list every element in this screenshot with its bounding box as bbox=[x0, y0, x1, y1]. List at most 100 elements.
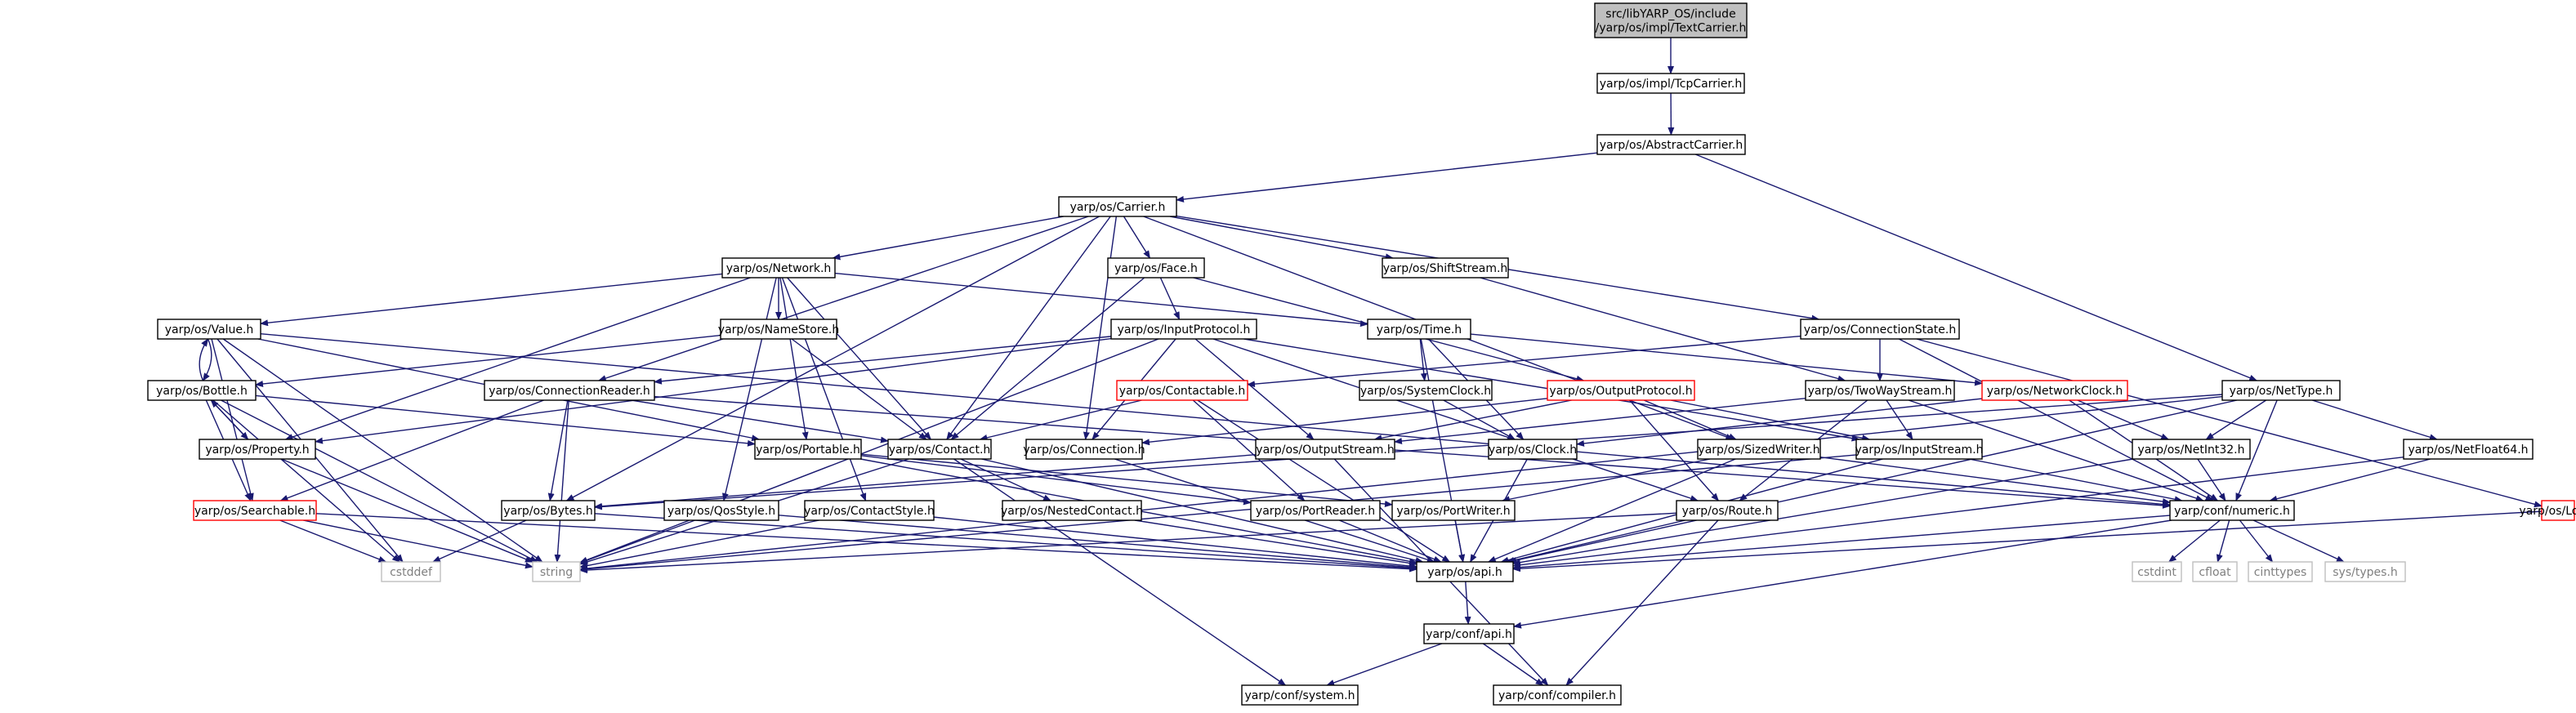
node-label-time: yarp/os/Time.h bbox=[1377, 323, 1462, 336]
node-connection[interactable]: yarp/os/Connection.h bbox=[1023, 439, 1145, 460]
node-box-abstract bbox=[1596, 134, 1746, 155]
node-root[interactable]: src/libYARP_OS/include/yarp/os/impl/Text… bbox=[1594, 2, 1748, 38]
node-confsystem[interactable]: yarp/conf/system.h bbox=[1241, 684, 1359, 706]
node-string[interactable]: string bbox=[532, 561, 581, 582]
edge-bottle-to-value bbox=[199, 338, 209, 381]
edge-netfloat64-to-osapi bbox=[1512, 456, 2404, 568]
node-box-outputstream bbox=[1255, 439, 1395, 460]
node-label-networkclock: yarp/os/NetworkClock.h bbox=[1987, 385, 2123, 398]
edge-searchable-to-cstddef bbox=[279, 519, 387, 563]
edge-portable-to-portwriter bbox=[860, 453, 1393, 508]
edge-contactstyle-to-string bbox=[579, 519, 819, 569]
node-contactable[interactable]: yarp/os/Contactable.h bbox=[1116, 380, 1248, 401]
node-sizedwriter[interactable]: yarp/os/SizedWriter.h bbox=[1697, 439, 1821, 460]
node-nettype[interactable]: yarp/os/NetType.h bbox=[2221, 380, 2341, 401]
node-inputprotocol[interactable]: yarp/os/InputProtocol.h bbox=[1110, 319, 1257, 340]
node-box-nettype bbox=[2221, 380, 2341, 401]
node-contact[interactable]: yarp/os/Contact.h bbox=[887, 439, 992, 460]
edge-outputstream-to-bytes bbox=[594, 454, 1257, 510]
edge-carrier-to-connreader bbox=[597, 216, 1089, 381]
node-cstddef[interactable]: cstddef bbox=[381, 561, 441, 582]
node-abstract[interactable]: yarp/os/AbstractCarrier.h bbox=[1596, 134, 1746, 155]
edge-route-to-confcompiler bbox=[1565, 519, 1719, 686]
node-portable[interactable]: yarp/os/Portable.h bbox=[754, 439, 862, 460]
node-box-inputstream bbox=[1855, 439, 1983, 460]
node-nestedcontact[interactable]: yarp/os/NestedContact.h bbox=[1001, 500, 1143, 521]
node-clock[interactable]: yarp/os/Clock.h bbox=[1488, 439, 1578, 460]
node-contactstyle[interactable]: yarp/os/ContactStyle.h bbox=[804, 500, 935, 521]
node-bytes[interactable]: yarp/os/Bytes.h bbox=[501, 500, 596, 521]
node-connreader[interactable]: yarp/os/ConnectionReader.h bbox=[484, 380, 655, 401]
node-cinttypes[interactable]: cinttypes bbox=[2248, 561, 2313, 582]
edge-portwriter-to-osapi bbox=[1454, 519, 1466, 563]
edge-networkclock-to-netint32 bbox=[2077, 399, 2170, 440]
node-label-cfloat: cfloat bbox=[2199, 566, 2231, 579]
node-qosstyle[interactable]: yarp/os/QosStyle.h bbox=[663, 500, 779, 521]
edge-twowaystream-to-inputstream bbox=[1886, 399, 1913, 440]
node-numeric[interactable]: yarp/conf/numeric.h bbox=[2169, 500, 2295, 521]
node-network[interactable]: yarp/os/Network.h bbox=[721, 257, 836, 279]
edge-route-to-string bbox=[579, 512, 1677, 574]
node-box-networkclock bbox=[1981, 380, 2128, 401]
node-label-root: /yarp/os/impl/TextCarrier.h bbox=[1596, 22, 1747, 35]
node-value[interactable]: yarp/os/Value.h bbox=[157, 319, 261, 340]
edge-route-to-osapi bbox=[1506, 519, 1685, 564]
node-netint32[interactable]: yarp/os/NetInt32.h bbox=[2132, 439, 2251, 460]
node-portreader[interactable]: yarp/os/PortReader.h bbox=[1250, 500, 1381, 521]
node-route[interactable]: yarp/os/Route.h bbox=[1676, 500, 1779, 521]
node-time[interactable]: yarp/os/Time.h bbox=[1367, 319, 1471, 340]
node-box-face bbox=[1107, 257, 1205, 279]
node-box-systypes bbox=[2324, 561, 2406, 582]
edge-contactable-to-portreader bbox=[1192, 399, 1306, 501]
node-searchable[interactable]: yarp/os/Searchable.h bbox=[193, 500, 317, 521]
node-twowaystream[interactable]: yarp/os/TwoWayStream.h bbox=[1805, 380, 1955, 401]
edge-value-to-searchable bbox=[211, 338, 254, 501]
node-outputprotocol[interactable]: yarp/os/OutputProtocol.h bbox=[1547, 380, 1695, 401]
node-label-systypes: sys/types.h bbox=[2333, 566, 2397, 579]
node-label-numeric: yarp/conf/numeric.h bbox=[2174, 505, 2290, 518]
node-outputstream[interactable]: yarp/os/OutputStream.h bbox=[1255, 439, 1395, 460]
node-box-time bbox=[1367, 319, 1471, 340]
node-tcp[interactable]: yarp/os/impl/TcpCarrier.h bbox=[1596, 73, 1745, 94]
edge-netint32-to-numeric bbox=[2197, 458, 2226, 501]
node-box-route bbox=[1676, 500, 1779, 521]
edge-numeric-to-cinttypes bbox=[2239, 519, 2274, 563]
node-box-portable bbox=[754, 439, 862, 460]
node-label-abstract: yarp/os/AbstractCarrier.h bbox=[1600, 139, 1743, 152]
node-cstdint[interactable]: cstdint bbox=[2132, 561, 2182, 582]
edge-searchable-to-string bbox=[302, 519, 534, 569]
node-label-outputstream: yarp/os/OutputStream.h bbox=[1256, 443, 1394, 457]
node-carrier[interactable]: yarp/os/Carrier.h bbox=[1058, 196, 1177, 217]
edge-carrier-to-network bbox=[832, 216, 1064, 261]
node-box-namestore bbox=[720, 319, 837, 340]
node-cfloat[interactable]: cfloat bbox=[2192, 561, 2238, 582]
edge-network-to-qosstyle bbox=[721, 277, 777, 501]
node-log[interactable]: yarp/os/Log.h bbox=[2519, 500, 2576, 521]
node-systemclock[interactable]: yarp/os/SystemClock.h bbox=[1359, 380, 1493, 401]
node-connstate[interactable]: yarp/os/ConnectionState.h bbox=[1800, 319, 1960, 340]
edge-searchable-to-osapi bbox=[315, 513, 1417, 573]
node-namestore[interactable]: yarp/os/NameStore.h bbox=[718, 319, 839, 340]
node-confcompiler[interactable]: yarp/conf/compiler.h bbox=[1493, 684, 1622, 706]
nodes-layer: src/libYARP_OS/include/yarp/os/impl/Text… bbox=[147, 2, 2576, 706]
node-confapi[interactable]: yarp/conf/api.h bbox=[1423, 623, 1515, 644]
node-bottle[interactable]: yarp/os/Bottle.h bbox=[147, 380, 257, 401]
edge-connstate-to-numeric bbox=[1898, 338, 2214, 501]
edge-network-to-contact bbox=[787, 277, 932, 440]
node-label-confcompiler: yarp/conf/compiler.h bbox=[1498, 689, 1616, 702]
node-osapi[interactable]: yarp/os/api.h bbox=[1416, 561, 1514, 582]
node-face[interactable]: yarp/os/Face.h bbox=[1107, 257, 1205, 279]
node-shiftstream[interactable]: yarp/os/ShiftStream.h bbox=[1382, 257, 1509, 279]
node-box-portwriter bbox=[1391, 500, 1516, 521]
node-networkclock[interactable]: yarp/os/NetworkClock.h bbox=[1981, 380, 2128, 401]
node-box-network bbox=[721, 257, 836, 279]
node-box-confsystem bbox=[1241, 684, 1359, 706]
node-systypes[interactable]: sys/types.h bbox=[2324, 561, 2406, 582]
node-portwriter[interactable]: yarp/os/PortWriter.h bbox=[1391, 500, 1516, 521]
node-inputstream[interactable]: yarp/os/InputStream.h bbox=[1855, 439, 1984, 460]
node-box-bytes bbox=[501, 500, 596, 521]
node-netfloat64[interactable]: yarp/os/NetFloat64.h bbox=[2403, 439, 2534, 460]
edge-nettype-to-netint32 bbox=[2205, 399, 2267, 440]
node-property[interactable]: yarp/os/Property.h bbox=[199, 439, 316, 460]
node-box-tcp bbox=[1596, 73, 1745, 94]
